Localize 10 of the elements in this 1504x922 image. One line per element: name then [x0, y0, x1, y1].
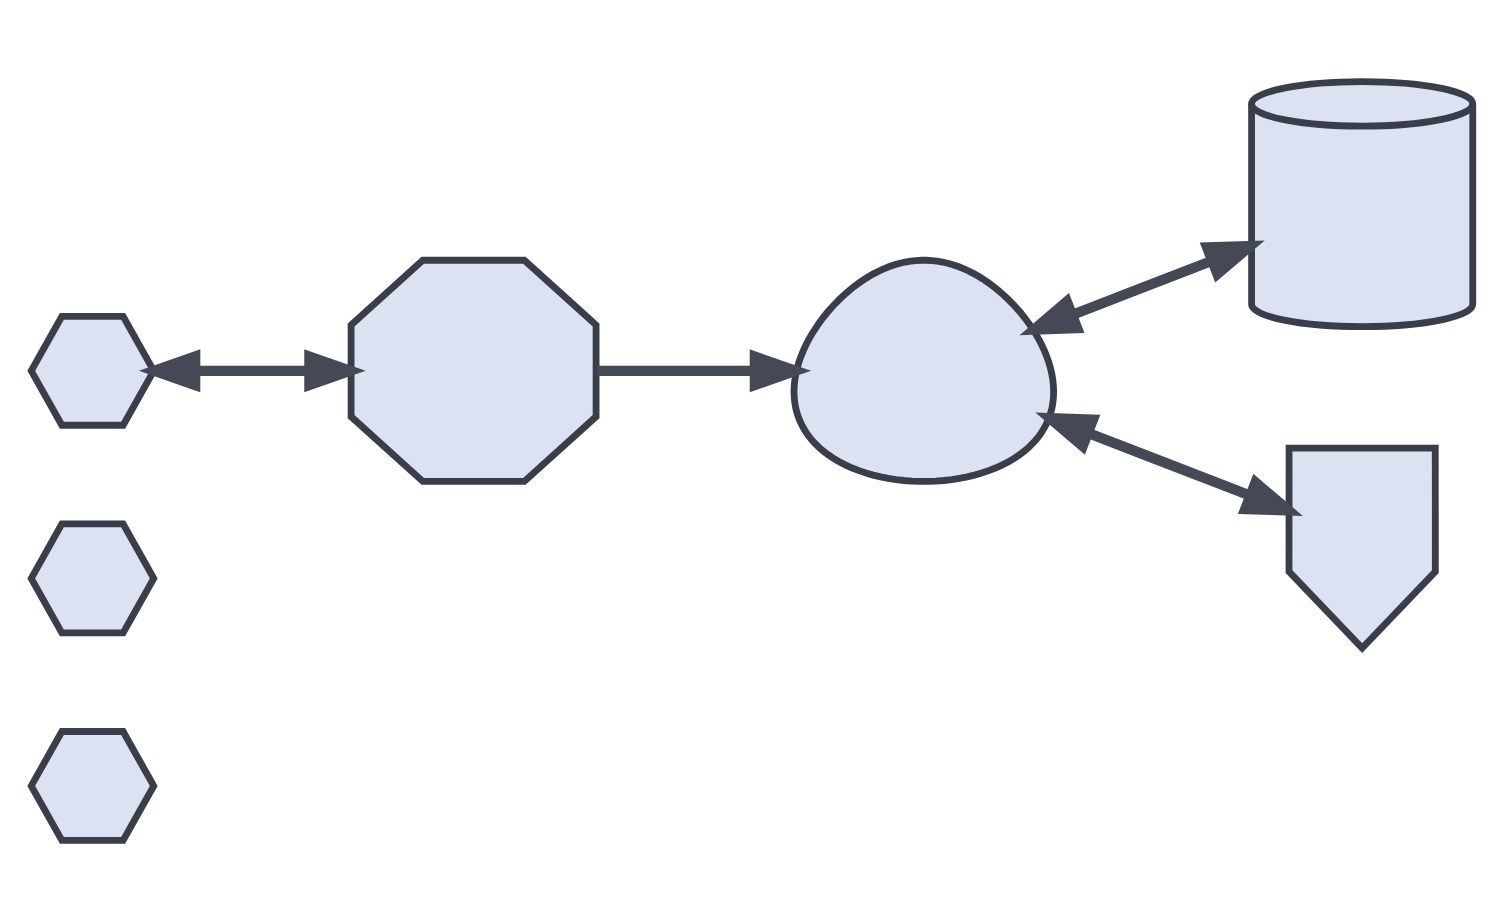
node-hexagon [27, 313, 158, 429]
arrow [597, 349, 812, 393]
arrow [1019, 240, 1265, 336]
node-hexagon [27, 728, 158, 844]
node-octagon [347, 256, 600, 485]
node-cloud [790, 256, 1058, 485]
arrow [1035, 412, 1303, 516]
arrow [138, 349, 366, 393]
node-person [1285, 444, 1439, 654]
node-hexagon [27, 520, 158, 637]
